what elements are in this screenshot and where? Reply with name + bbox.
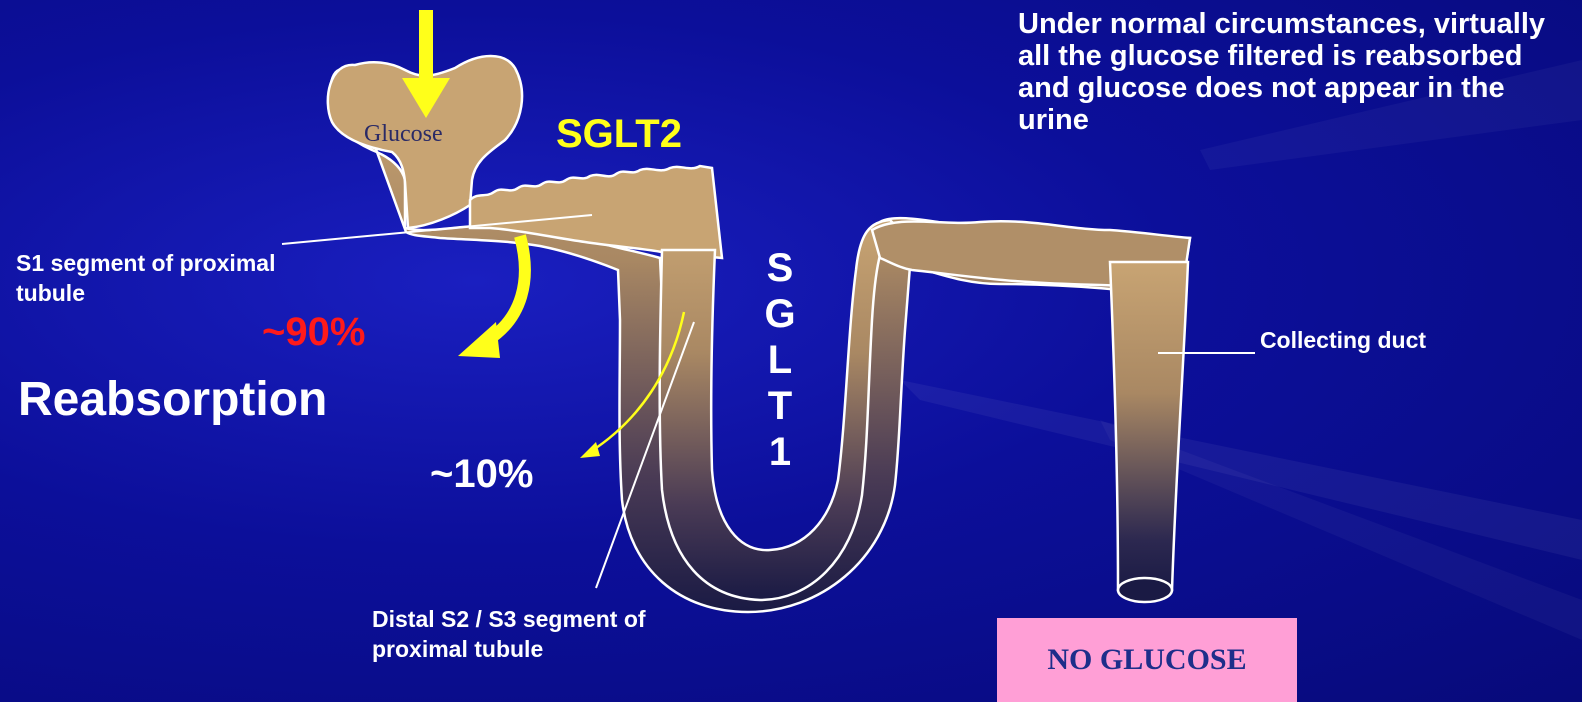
tubule-wavy-top xyxy=(470,166,722,258)
sglt2-label: SGLT2 xyxy=(556,112,682,157)
percent-90-label: ~90% xyxy=(262,310,365,355)
collecting-duct xyxy=(1110,262,1188,590)
reabsorption-label: Reabsorption xyxy=(18,372,327,427)
summary-note: Under normal circumstances, virtually al… xyxy=(1018,8,1578,136)
s1-segment-label: S1 segment of proximal tubule xyxy=(16,248,276,308)
collecting-duct-label: Collecting duct xyxy=(1258,325,1428,355)
reabsorption-90-arrow xyxy=(458,236,525,358)
collecting-duct-opening xyxy=(1118,578,1172,602)
distal-segment-label: Distal S2 / S3 segment of proximal tubul… xyxy=(372,604,732,664)
glucose-label: Glucose xyxy=(364,121,443,148)
no-glucose-box: NO GLUCOSE xyxy=(997,618,1297,702)
percent-10-label: ~10% xyxy=(430,452,533,497)
